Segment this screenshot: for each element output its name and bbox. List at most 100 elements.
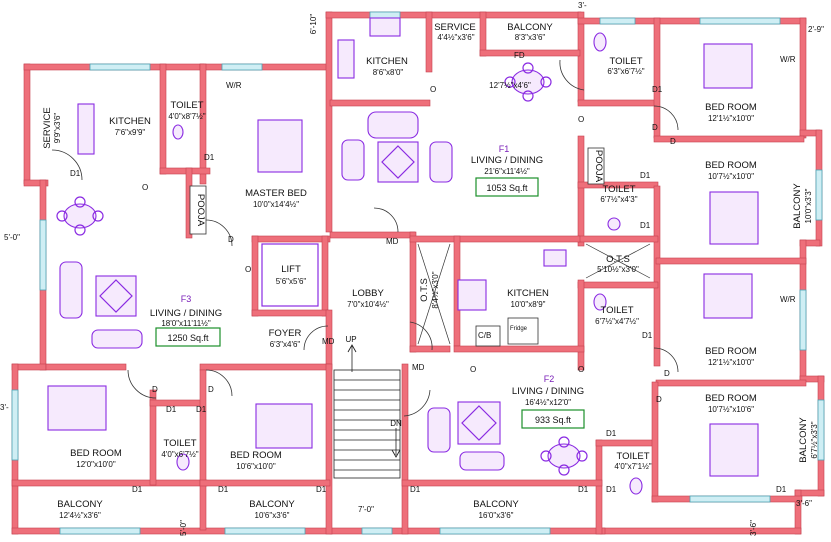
balcony-bm-size: 10'6"x3'6": [255, 511, 290, 520]
balcony-bc-size: 16'0"x3'6": [479, 511, 514, 520]
service-left-name: SERVICE: [42, 107, 53, 149]
bed-bl-name: BED ROOM: [70, 448, 122, 459]
door-mark: D1: [642, 331, 653, 340]
door-mark: MD: [412, 363, 425, 372]
o-mark: O: [578, 365, 584, 374]
door-mark: D1: [776, 485, 787, 494]
o-mark: O: [470, 365, 476, 374]
ots-r-size: 5'10½"x3'0": [597, 265, 639, 274]
toilet-bl-size: 4'0"x6'7½": [161, 450, 198, 459]
door-mark: D: [228, 235, 234, 244]
bed-r3-name: BED ROOM: [705, 346, 757, 357]
dimension-bottom-center: 7'-0": [358, 505, 374, 514]
balcony-r2-size: 6'7½"x3'3": [810, 421, 819, 458]
flat-f3-tag: F3: [181, 294, 192, 304]
wr-mark: W/R: [226, 81, 242, 90]
wr-mark: W/R: [780, 55, 796, 64]
dimension-right-top: 2'-9": [808, 25, 824, 34]
door-mark: MD: [322, 337, 335, 346]
flat-f2-area: 933 Sq.ft: [535, 415, 572, 425]
area-badges: [155, 177, 585, 429]
dimension-left-mid: 5'-0": [4, 233, 20, 242]
living-f3-name: LIVING / DINING: [150, 308, 222, 319]
kitchen-top-name: KITCHEN: [366, 56, 408, 67]
balcony-top-name: BALCONY: [507, 22, 553, 33]
door-mark: D: [152, 385, 158, 394]
door-mark: D1: [204, 153, 215, 162]
o-mark: O: [142, 183, 148, 192]
o-mark: O: [578, 115, 584, 124]
stair-up-label: UP: [345, 335, 356, 344]
door-mark: D1: [70, 169, 81, 178]
balcony-bm-name: BALCONY: [249, 499, 295, 510]
dimension-left-bottom: 3'-: [0, 403, 9, 412]
flat-f1-tag: F1: [499, 144, 510, 154]
furniture: [47, 17, 759, 495]
balcony-bc-name: BALCONY: [473, 499, 519, 510]
foyer-size: 6'3"x4'6": [270, 340, 301, 349]
balcony-bl-name: BALCONY: [57, 499, 103, 510]
bed-bl-size: 12'0"x10'0": [76, 460, 116, 469]
bed-r2-size: 10'7½"x10'0": [708, 172, 754, 181]
service-top-size: 4'4½"x3'6": [437, 33, 474, 42]
door-mark: D1: [652, 85, 663, 94]
dimension-right-bottom: 3'-6": [796, 499, 812, 508]
balcony-r-size: 10'0"x3'3": [804, 188, 813, 223]
wr-mark: W/R: [780, 295, 796, 304]
door-mark: D: [208, 385, 214, 394]
toilet-left-size: 4'0"x8'7½": [168, 112, 205, 121]
lift-name: LIFT: [281, 264, 301, 275]
ots-mid-size: 8'4½"x3'0": [431, 271, 440, 308]
bed-bm-name: BED ROOM: [230, 450, 282, 461]
door-mark: D: [652, 123, 658, 132]
toilet-r-size: 6'7½"x4'3": [600, 195, 637, 204]
fridge-mark: Fridge: [510, 326, 528, 332]
door-mark: D1: [316, 485, 327, 494]
living-f2-size: 16'4½"x12'0": [525, 398, 571, 407]
service-left-size: 9'9"x3'6": [53, 113, 62, 144]
kitchen-mid-name: KITCHEN: [507, 288, 549, 299]
staircase: [333, 344, 401, 479]
door-mark: D1: [640, 171, 651, 180]
ots-r-name: O.T.S: [606, 254, 630, 265]
toilet-tr-size: 6'3"x6'7½": [607, 67, 644, 76]
toilet-r2-size: 6'7½"x4'7½": [595, 317, 639, 326]
door-mark: D1: [410, 485, 421, 494]
stair-down-label: DN: [390, 419, 402, 428]
balcony-r2-name: BALCONY: [798, 417, 809, 463]
toilet-left-name: TOILET: [170, 100, 203, 111]
dining-top-size: 12'7½"x4'6": [489, 81, 531, 90]
windows: [11, 11, 825, 535]
door-mark: FD: [514, 51, 525, 60]
bed-tr-name: BED ROOM: [705, 102, 757, 113]
master-bed-size: 10'0"x14'4½": [253, 200, 299, 209]
kitchen-left-name: KITCHEN: [109, 116, 151, 127]
ots-mid-name: O.T.S: [419, 278, 430, 302]
o-mark: O: [430, 85, 436, 94]
door-mark: D1: [132, 485, 143, 494]
dimension-bottom-right: 3'-6": [749, 520, 758, 536]
toilet-bl-name: TOILET: [163, 438, 196, 449]
service-top-name: SERVICE: [434, 22, 476, 33]
living-f1-size: 21'6"x11'4½": [484, 167, 530, 176]
o-mark: O: [245, 265, 251, 274]
dimension-bottom-left: 5'-0": [179, 520, 188, 536]
kitchen-top-size: 8'6"x8'0": [373, 68, 404, 77]
door-mark: D: [664, 369, 670, 378]
door-mark: D1: [606, 429, 617, 438]
pooja-left-name: POOJA: [195, 194, 206, 227]
cb-mark: C/B: [478, 331, 491, 340]
door-mark: D1: [218, 485, 229, 494]
door-mark: D: [656, 395, 662, 404]
pooja-r-name: POOJA: [593, 150, 604, 183]
dimension-top-right: 3'-: [578, 1, 587, 10]
bed-bm-size: 10'6"x10'0": [236, 462, 276, 471]
lobby-name: LOBBY: [352, 288, 384, 299]
bed-r2-name: BED ROOM: [705, 160, 757, 171]
kitchen-mid-size: 10'0"x8'9": [511, 300, 546, 309]
lift-size: 5'6"x5'6": [276, 277, 307, 286]
door-mark: D1: [166, 405, 177, 414]
foyer-name: FOYER: [269, 328, 302, 339]
bed-r3-size: 12'1½"x10'0": [708, 358, 754, 367]
